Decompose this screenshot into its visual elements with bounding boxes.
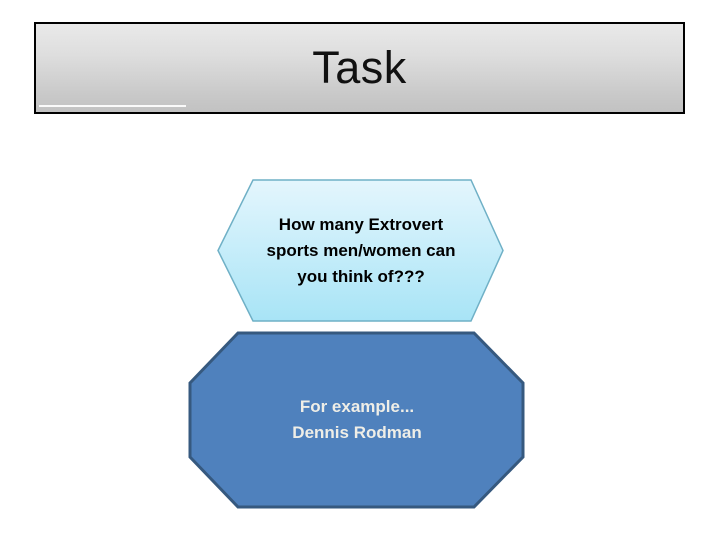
octagon-shape bbox=[188, 331, 525, 509]
hexagon-shape bbox=[217, 179, 504, 322]
title-underline-accent bbox=[39, 105, 186, 107]
slide-title: Task bbox=[312, 42, 407, 93]
slide-title-bar: Task bbox=[34, 22, 685, 114]
